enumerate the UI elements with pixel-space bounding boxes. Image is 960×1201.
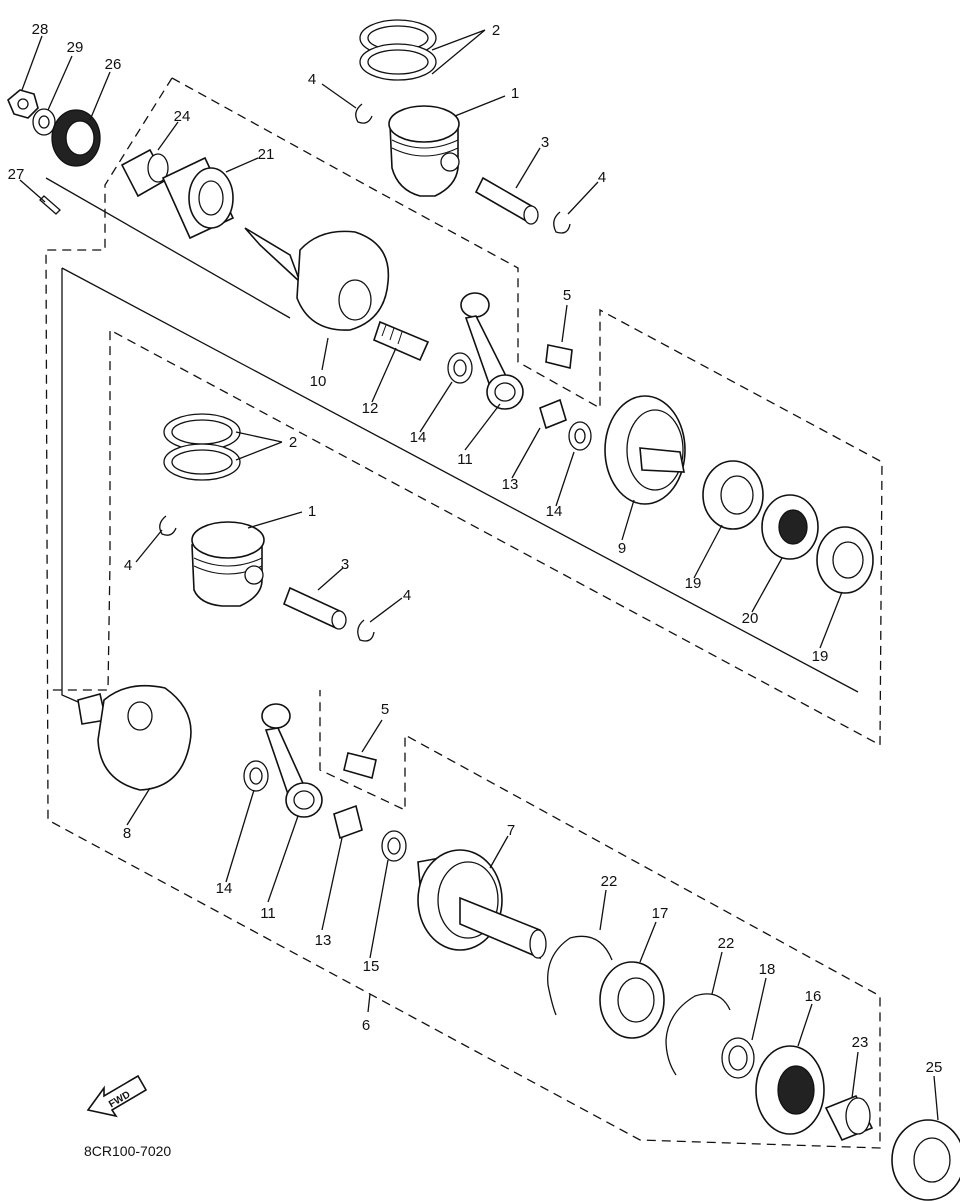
snap-ring-22-left	[547, 935, 613, 1016]
label-4-upper-left: 4	[308, 71, 316, 88]
label-1-lower: 1	[308, 503, 316, 520]
piston-upper	[388, 105, 460, 197]
nut	[7, 89, 39, 119]
thrust-washer-upper-right	[568, 421, 592, 451]
snap-ring-22-right	[665, 993, 731, 1076]
washer-18	[721, 1037, 755, 1079]
thrust-washer-upper-left	[447, 352, 473, 384]
thrust-washer-lower-left	[243, 760, 269, 792]
label-15: 15	[363, 958, 380, 975]
outline-upper-assembly	[48, 77, 883, 747]
label-29: 29	[67, 39, 84, 56]
collar-24	[120, 148, 169, 198]
reference-code: 8CR100-7020	[84, 1143, 171, 1159]
crank-pin-12	[373, 320, 430, 362]
label-4-lower-right: 4	[403, 587, 411, 604]
piston-ring-set-lower	[163, 413, 241, 481]
outline-top-left-assembly	[45, 77, 881, 1149]
label-19-left: 19	[685, 575, 702, 592]
big-end-bearing-upper	[539, 398, 567, 430]
bearing-16	[755, 1045, 825, 1135]
label-21: 21	[258, 146, 275, 163]
label-13-lower: 13	[315, 932, 332, 949]
bearing-21	[161, 156, 235, 240]
label-3-lower: 3	[341, 556, 349, 573]
crank-half-10	[244, 227, 390, 331]
label-24: 24	[174, 108, 191, 125]
piston-ring-set-upper	[359, 19, 437, 81]
crank-half-8	[77, 684, 192, 791]
ball-bearing-19-right	[816, 526, 874, 594]
label-16: 16	[805, 988, 822, 1005]
circlip-lower-right	[357, 619, 375, 642]
needle-bearing-upper	[545, 344, 573, 369]
label-11-upper: 11	[457, 451, 473, 468]
piston-pin-lower	[282, 586, 347, 630]
oil-seal-left	[51, 109, 101, 167]
label-6: 6	[362, 1017, 370, 1034]
label-2-lower: 2	[289, 434, 297, 451]
outline-crank-connector	[45, 177, 859, 706]
leader-lines	[19, 29, 939, 1121]
part-labels: 28 29 26 24 21 27 2 4 1 3 4 5 10 12 14 1…	[8, 21, 943, 1076]
label-1-upper: 1	[511, 85, 519, 102]
label-2-upper: 2	[492, 22, 500, 39]
big-end-bearing-lower	[333, 804, 363, 840]
label-14-upper-right: 14	[546, 503, 563, 520]
circlip-upper-right	[553, 211, 571, 234]
label-22-right: 22	[718, 935, 735, 952]
label-9: 9	[618, 540, 626, 557]
label-19-right: 19	[812, 648, 829, 665]
label-22-left: 22	[601, 873, 618, 890]
piston-lower	[191, 521, 265, 607]
label-4-lower-left: 4	[124, 557, 132, 574]
label-13-upper: 13	[502, 476, 519, 493]
label-17: 17	[652, 905, 669, 922]
label-3-upper: 3	[541, 134, 549, 151]
circlip-lower-left	[159, 515, 177, 536]
label-14-upper-left: 14	[410, 429, 427, 446]
label-8: 8	[123, 825, 131, 842]
label-5-lower: 5	[381, 701, 389, 718]
label-12: 12	[362, 400, 379, 417]
washer	[32, 108, 56, 136]
label-20: 20	[742, 610, 759, 627]
label-4-upper-right: 4	[598, 169, 606, 186]
piston-pin-upper	[474, 176, 539, 225]
crank-web-9	[604, 395, 686, 505]
label-7: 7	[507, 822, 515, 839]
label-11-lower: 11	[260, 905, 276, 922]
label-14-lower: 14	[216, 880, 233, 897]
label-28: 28	[32, 21, 49, 38]
label-23: 23	[852, 1034, 869, 1051]
label-27: 27	[8, 166, 25, 183]
ball-bearing-17	[599, 961, 665, 1039]
circlip-upper-left	[355, 103, 373, 124]
woodruff-key	[39, 195, 61, 215]
label-10: 10	[310, 373, 327, 390]
oil-seal-25	[891, 1119, 960, 1201]
label-26: 26	[105, 56, 122, 73]
label-25: 25	[926, 1059, 943, 1076]
fwd-arrow-icon: FWD	[86, 1074, 148, 1118]
seal-20	[761, 494, 819, 560]
ball-bearing-19-left	[702, 460, 764, 530]
label-18: 18	[759, 961, 776, 978]
connecting-rod-upper	[460, 292, 524, 410]
connecting-rod-lower	[261, 703, 323, 818]
thrust-washer-15	[381, 830, 407, 862]
crank-half-7	[417, 849, 547, 960]
collar-23	[824, 1094, 874, 1142]
needle-bearing-lower	[343, 752, 377, 780]
label-5-upper: 5	[563, 287, 571, 304]
